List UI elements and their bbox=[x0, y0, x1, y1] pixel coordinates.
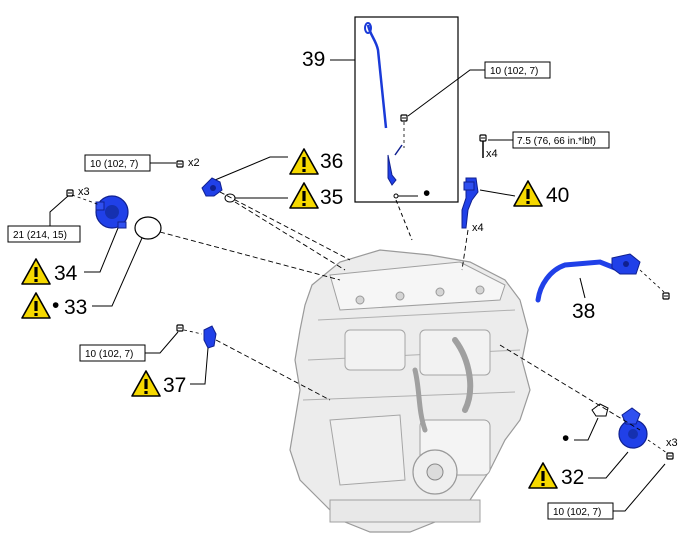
warning-icon-32 bbox=[528, 462, 558, 489]
torque-value-40: 7.5 (76, 66 in.*lbf) bbox=[517, 136, 596, 147]
callout-32: 32 bbox=[561, 466, 584, 489]
o-ring-35 bbox=[224, 193, 236, 203]
warning-icon-34 bbox=[21, 258, 51, 285]
qty-x4-injector: x4 bbox=[472, 222, 484, 234]
torque-value-dipstick: 10 (102, 7) bbox=[490, 66, 538, 77]
callout-38: 38 bbox=[572, 300, 595, 323]
torque-value-32: 10 (102, 7) bbox=[553, 507, 601, 518]
torque-value-37: 10 (102, 7) bbox=[85, 349, 133, 360]
callout-36: 36 bbox=[320, 150, 343, 173]
warning-icon-40 bbox=[513, 180, 543, 207]
gasket-dot-33: • bbox=[52, 294, 59, 317]
injector-40 bbox=[461, 177, 479, 229]
gasket-32 bbox=[591, 403, 609, 417]
sensor-37 bbox=[203, 325, 217, 349]
callout-40: 40 bbox=[546, 184, 569, 207]
torque-value-34: 21 (214, 15) bbox=[13, 230, 67, 241]
warning-icon-33 bbox=[21, 292, 51, 319]
dipstick-seal-dot: • bbox=[423, 182, 430, 205]
qty-x4-bolt: x4 bbox=[486, 148, 498, 160]
vvt-actuator-32 bbox=[618, 407, 648, 449]
qty-x3-left: x3 bbox=[78, 186, 90, 198]
cam-sensor-36 bbox=[201, 177, 223, 197]
qty-x2: x2 bbox=[188, 157, 200, 169]
warning-icon-37 bbox=[131, 370, 161, 397]
engine-block bbox=[289, 249, 531, 533]
callout-37: 37 bbox=[163, 374, 186, 397]
gasket-33 bbox=[134, 216, 162, 240]
torque-value-36: 10 (102, 7) bbox=[90, 159, 138, 170]
gasket-dot-32: • bbox=[562, 427, 569, 450]
callout-39: 39 bbox=[302, 48, 325, 71]
dipstick-assembly-frame bbox=[354, 16, 459, 241]
callout-33: 33 bbox=[64, 296, 87, 319]
warning-icon-35 bbox=[289, 182, 319, 209]
warning-icon-36 bbox=[289, 148, 319, 175]
callout-34: 34 bbox=[54, 262, 78, 285]
qty-x3-right: x3 bbox=[666, 437, 678, 449]
callout-35: 35 bbox=[320, 186, 343, 209]
torque-box-34 bbox=[7, 225, 81, 243]
vvt-actuator-34 bbox=[95, 195, 129, 229]
oil-tube-38 bbox=[535, 253, 641, 303]
